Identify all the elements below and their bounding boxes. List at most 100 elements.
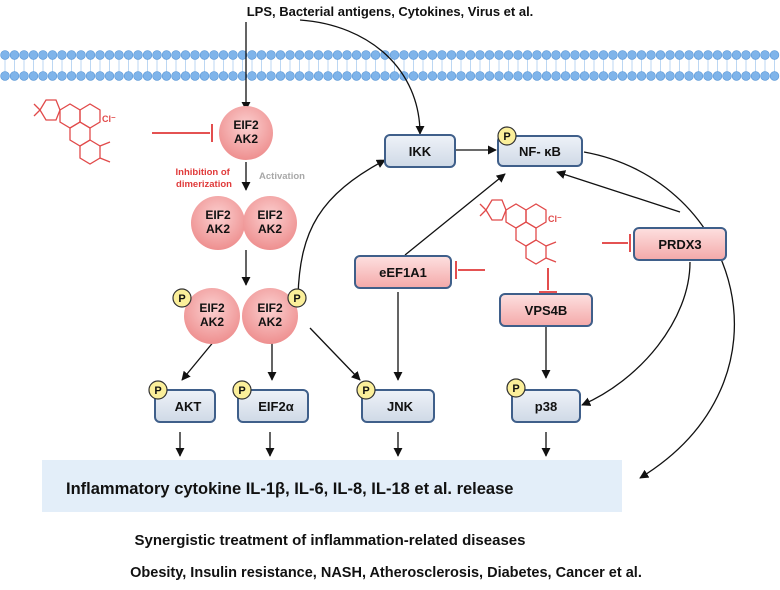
stimuli-label: LPS, Bacterial antigens, Cytokines, Viru… xyxy=(247,4,534,19)
lipid-head xyxy=(655,50,666,60)
lipid-head xyxy=(579,50,590,60)
lipid-head xyxy=(142,50,153,60)
lipid-head xyxy=(693,50,704,60)
lipid-head xyxy=(456,50,466,60)
lipid-head xyxy=(560,71,571,81)
lipid-head xyxy=(684,71,694,81)
lipid-head xyxy=(313,71,324,81)
lipid-head xyxy=(9,71,20,81)
lipid-head xyxy=(285,71,295,81)
lipid-head xyxy=(750,71,761,81)
pdimer-a-line1: EIF2 xyxy=(199,301,225,315)
lipid-head xyxy=(114,50,124,60)
lipid-head xyxy=(256,71,267,81)
lipid-head xyxy=(351,71,362,81)
lipid-head xyxy=(750,50,761,60)
lipid-head xyxy=(389,50,400,60)
lipid-head xyxy=(465,50,476,60)
lipid-head xyxy=(370,50,381,60)
arrow-nfkb-to-release xyxy=(583,151,736,479)
lipid-head xyxy=(589,50,599,60)
lipid-head xyxy=(332,50,343,60)
lipid-head xyxy=(266,71,276,81)
lipid-head xyxy=(275,50,286,60)
lipid-head xyxy=(484,50,495,60)
lipid-head xyxy=(503,71,514,81)
lipid-head xyxy=(28,71,39,81)
drug-molecule-right: Cl⁻ xyxy=(479,199,562,265)
lipid-head xyxy=(152,50,162,60)
lipid-head xyxy=(665,50,675,60)
lipid-head xyxy=(0,50,10,60)
lipid-head xyxy=(541,71,552,81)
phospho-marker: P xyxy=(148,380,168,400)
lipid-head xyxy=(389,71,400,81)
eef1a1-label: eEF1A1 xyxy=(379,265,427,280)
lipid-head xyxy=(627,50,637,60)
lipid-head xyxy=(741,50,751,60)
lipid-head xyxy=(161,50,172,60)
lipid-head xyxy=(152,71,162,81)
lipid-head xyxy=(446,71,457,81)
node-akt: AKT xyxy=(154,389,216,423)
lipid-head xyxy=(380,71,390,81)
lipid-head xyxy=(180,71,191,81)
phospho-marker: P xyxy=(506,378,526,398)
lipid-head xyxy=(171,71,181,81)
node-p38: p38 xyxy=(511,389,581,423)
lipid-head xyxy=(104,71,115,81)
lipid-head xyxy=(380,50,390,60)
lipid-head xyxy=(722,50,732,60)
lipid-head xyxy=(66,50,77,60)
phospho-label: P xyxy=(178,293,185,305)
lipid-head xyxy=(38,71,48,81)
lipid-head xyxy=(636,71,647,81)
phospho-label: P xyxy=(512,383,519,395)
lipid-head xyxy=(769,50,780,60)
lipid-head xyxy=(19,71,29,81)
cell-membrane xyxy=(0,50,780,81)
lipid-head xyxy=(646,71,656,81)
lipid-head xyxy=(769,71,780,81)
drug-molecule-left: Cl⁻ xyxy=(33,99,116,165)
lipid-head xyxy=(418,71,428,81)
nfkb-label: NF- κB xyxy=(519,144,561,159)
lipid-head xyxy=(703,71,713,81)
lipid-head xyxy=(266,50,276,60)
lipid-head xyxy=(294,50,305,60)
lipid-head xyxy=(247,71,257,81)
lipid-head xyxy=(57,50,67,60)
lipid-head xyxy=(95,50,105,60)
lipid-head xyxy=(399,50,409,60)
lipid-head xyxy=(133,71,143,81)
arrow-prdx3-to-p38 xyxy=(581,261,691,406)
p38-label: p38 xyxy=(535,399,557,414)
node-eef1a1: eEF1A1 xyxy=(354,255,452,289)
lipid-head xyxy=(123,50,134,60)
lipid-head xyxy=(351,50,362,60)
lipid-head xyxy=(513,50,523,60)
lipid-head xyxy=(494,71,504,81)
lipid-head xyxy=(38,50,48,60)
lipid-head xyxy=(636,50,647,60)
eif2ak2-phospho-dimer: EIF2 AK2 EIF2 AK2 xyxy=(184,288,298,344)
lipid-head xyxy=(114,71,124,81)
release-band xyxy=(42,460,622,512)
lipid-head xyxy=(190,50,200,60)
lipid-head xyxy=(437,71,447,81)
eif2ak2-monomer: EIF2 AK2 xyxy=(219,106,273,160)
lipid-head xyxy=(503,50,514,60)
lipid-head xyxy=(47,50,58,60)
prdx3-label: PRDX3 xyxy=(658,237,701,252)
lipid-head xyxy=(437,50,447,60)
lipid-head xyxy=(722,71,732,81)
arrow-eif2ak2-to-ikk xyxy=(297,159,386,297)
pdimer-a-line2: AK2 xyxy=(200,315,224,329)
lipid-head xyxy=(19,50,29,60)
lipid-head xyxy=(275,71,286,81)
chloride-label: Cl⁻ xyxy=(548,214,562,224)
disease-list: Obesity, Insulin resistance, NASH, Ather… xyxy=(130,565,642,581)
lipid-head xyxy=(522,71,533,81)
lipid-head xyxy=(85,50,96,60)
